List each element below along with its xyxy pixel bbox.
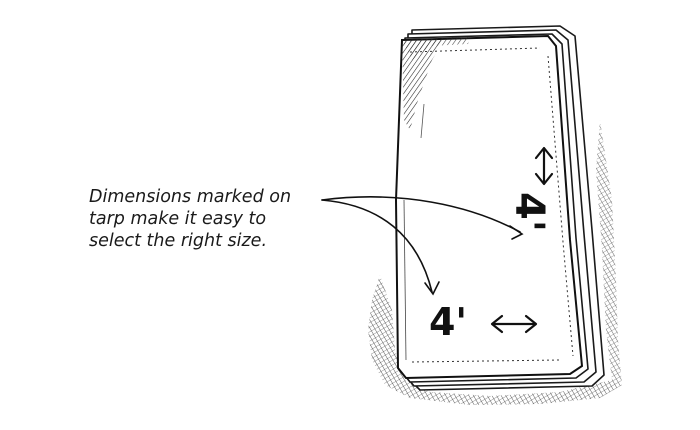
double-arrow-horizontal-icon — [490, 314, 538, 334]
tarp-label-vertical: 4' — [506, 192, 552, 232]
double-arrow-vertical-icon — [534, 146, 554, 186]
ground-shadow — [368, 120, 622, 405]
caption-line: tarp make it easy to — [89, 209, 267, 229]
leader-line-to-horizontal-label — [321, 199, 433, 293]
leader-arrowhead-vertical — [509, 225, 524, 240]
leader-arrowhead-horizontal — [424, 281, 440, 296]
tarp-label-horizontal: 4' — [429, 300, 467, 344]
leader-lines — [321, 196, 524, 296]
leader-line-to-vertical-label — [321, 196, 521, 233]
caption-line: select the right size. — [89, 231, 268, 251]
tarp-front — [394, 34, 584, 380]
caption: Dimensions marked on tarp make it easy t… — [89, 186, 339, 252]
caption-line: Dimensions marked on — [89, 187, 292, 207]
